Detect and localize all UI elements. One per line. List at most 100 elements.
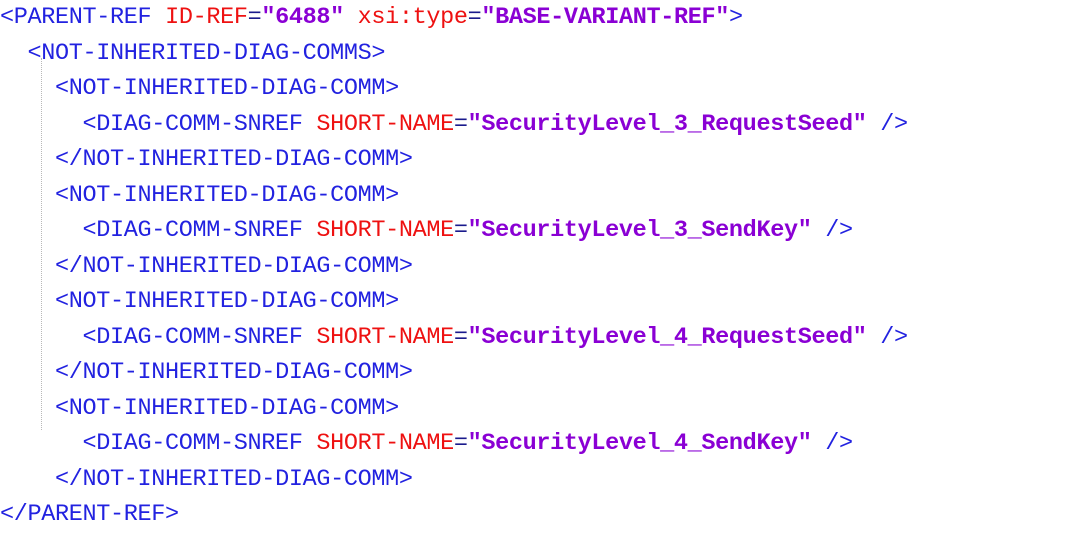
token-value: "BASE-VARIANT-REF" — [481, 4, 729, 31]
token-tag: PARENT-REF — [27, 501, 166, 528]
token-eq: = — [453, 323, 468, 351]
token-punct: < — [55, 75, 69, 102]
token-ws — [303, 430, 317, 457]
token-ws — [811, 217, 825, 244]
code-line[interactable]: </NOT-INHERITED-DIAG-COMM> — [0, 462, 1066, 498]
line-indent — [0, 253, 55, 280]
token-punct: > — [398, 252, 413, 280]
token-punct: > — [371, 39, 386, 67]
token-tag: NOT-INHERITED-DIAG-COMM — [68, 394, 386, 422]
code-line-content: <PARENT-REF ID-REF="6488" xsi:type="BASE… — [0, 0, 743, 36]
line-indent — [0, 217, 83, 244]
code-line-content: <NOT-INHERITED-DIAG-COMM> — [0, 284, 399, 320]
token-tag: NOT-INHERITED-DIAG-COMM — [68, 75, 386, 102]
line-indent — [0, 111, 83, 138]
token-attr: SHORT-NAME — [316, 323, 454, 351]
token-punct: > — [398, 146, 413, 173]
token-value: "6488" — [261, 4, 344, 31]
code-line[interactable]: <DIAG-COMM-SNREF SHORT-NAME="SecurityLev… — [0, 426, 1066, 462]
token-eq: = — [467, 4, 482, 31]
code-line-content: <DIAG-COMM-SNREF SHORT-NAME="SecurityLev… — [0, 213, 854, 249]
line-indent — [0, 75, 55, 102]
line-indent — [0, 430, 83, 457]
code-line[interactable]: <NOT-INHERITED-DIAG-COMMS> — [0, 36, 1066, 72]
token-value: "SecurityLevel_4_RequestSeed" — [467, 323, 867, 351]
code-line[interactable]: <DIAG-COMM-SNREF SHORT-NAME="SecurityLev… — [0, 213, 1066, 249]
code-line[interactable]: <NOT-INHERITED-DIAG-COMM> — [0, 284, 1066, 320]
token-attr: SHORT-NAME — [316, 430, 454, 457]
token-attr: xsi:type — [357, 4, 468, 31]
code-line[interactable]: </NOT-INHERITED-DIAG-COMM> — [0, 142, 1066, 178]
token-eq: = — [453, 110, 468, 138]
code-line-content: <DIAG-COMM-SNREF SHORT-NAME="SecurityLev… — [0, 426, 854, 462]
code-line-content: </NOT-INHERITED-DIAG-COMM> — [0, 249, 413, 285]
token-punct: > — [165, 501, 179, 528]
token-punct: < — [82, 430, 97, 457]
token-punct: </ — [55, 252, 83, 280]
line-indent — [0, 324, 83, 351]
token-punct: < — [0, 4, 14, 31]
token-punct: /> — [880, 110, 908, 138]
code-line-content: <NOT-INHERITED-DIAG-COMMS> — [0, 36, 386, 72]
code-line-content: <NOT-INHERITED-DIAG-COMM> — [0, 391, 399, 427]
token-tag: DIAG-COMM-SNREF — [96, 110, 303, 138]
line-indent — [0, 288, 55, 315]
code-line-content: <DIAG-COMM-SNREF SHORT-NAME="SecurityLev… — [0, 320, 909, 356]
token-tag: DIAG-COMM-SNREF — [96, 217, 303, 244]
token-value: "SecurityLevel_3_RequestSeed" — [467, 110, 867, 138]
code-line[interactable]: <NOT-INHERITED-DIAG-COMM> — [0, 71, 1066, 107]
token-ws — [866, 324, 880, 351]
line-indent — [0, 466, 55, 493]
token-ws — [344, 4, 358, 31]
token-ws — [151, 4, 165, 31]
token-eq: = — [247, 4, 262, 31]
line-indent — [0, 359, 55, 386]
token-tag: NOT-INHERITED-DIAG-COMMS — [41, 39, 372, 67]
code-line-content: </NOT-INHERITED-DIAG-COMM> — [0, 355, 413, 391]
token-punct: < — [82, 217, 97, 244]
token-ws — [866, 111, 880, 138]
token-punct: </ — [0, 501, 28, 528]
token-punct: < — [55, 394, 69, 422]
token-punct: /> — [880, 323, 908, 351]
token-tag: NOT-INHERITED-DIAG-COMM — [68, 181, 386, 209]
token-tag: NOT-INHERITED-DIAG-COMM — [82, 359, 400, 386]
code-line[interactable]: <NOT-INHERITED-DIAG-COMM> — [0, 391, 1066, 427]
line-indent — [0, 40, 28, 67]
code-line[interactable]: </NOT-INHERITED-DIAG-COMM> — [0, 355, 1066, 391]
token-eq: = — [453, 430, 468, 457]
code-line[interactable]: </NOT-INHERITED-DIAG-COMM> — [0, 249, 1066, 285]
code-line-content: <DIAG-COMM-SNREF SHORT-NAME="SecurityLev… — [0, 107, 909, 143]
token-tag: NOT-INHERITED-DIAG-COMM — [68, 288, 386, 315]
token-punct: > — [385, 288, 399, 315]
token-value: "SecurityLevel_3_SendKey" — [467, 217, 812, 244]
token-ws — [811, 430, 825, 457]
token-punct: < — [27, 39, 42, 67]
token-punct: < — [55, 181, 69, 209]
token-tag: NOT-INHERITED-DIAG-COMM — [82, 252, 400, 280]
code-line[interactable]: <DIAG-COMM-SNREF SHORT-NAME="SecurityLev… — [0, 107, 1066, 143]
token-punct: > — [398, 465, 413, 493]
code-line[interactable]: <PARENT-REF ID-REF="6488" xsi:type="BASE… — [0, 0, 1066, 36]
code-line-content: <NOT-INHERITED-DIAG-COMM> — [0, 71, 399, 107]
token-punct: </ — [55, 465, 83, 493]
token-punct: /> — [825, 430, 853, 457]
token-ws — [303, 217, 317, 244]
token-ws — [303, 111, 317, 138]
code-line-content: </PARENT-REF> — [0, 497, 179, 533]
code-line[interactable]: <NOT-INHERITED-DIAG-COMM> — [0, 178, 1066, 214]
line-indent — [0, 182, 55, 209]
token-tag: NOT-INHERITED-DIAG-COMM — [82, 465, 400, 493]
token-tag: PARENT-REF — [13, 4, 152, 31]
token-punct: > — [385, 394, 399, 422]
code-line-content: <NOT-INHERITED-DIAG-COMM> — [0, 178, 399, 214]
token-tag: DIAG-COMM-SNREF — [96, 323, 303, 351]
code-line[interactable]: <DIAG-COMM-SNREF SHORT-NAME="SecurityLev… — [0, 320, 1066, 356]
token-punct: </ — [55, 359, 83, 386]
token-punct: /> — [825, 217, 853, 244]
token-punct: > — [728, 4, 743, 31]
token-tag: NOT-INHERITED-DIAG-COMM — [82, 146, 400, 173]
code-line[interactable]: </PARENT-REF> — [0, 497, 1066, 533]
